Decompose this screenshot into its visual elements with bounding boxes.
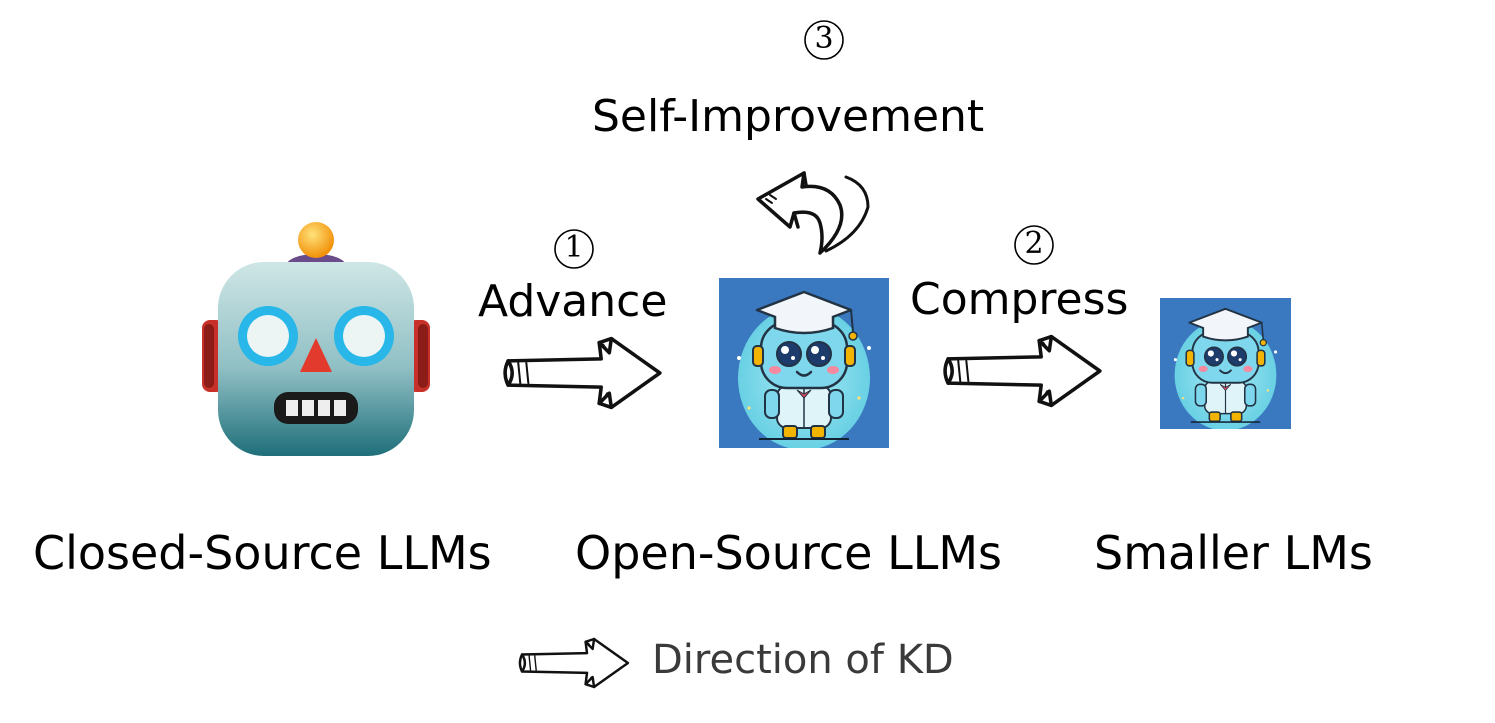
closed-source-robot-icon (202, 222, 430, 456)
step-2-marker: 2 (1013, 224, 1055, 266)
legend-label: Direction of KD (652, 637, 954, 683)
open-source-caption: Open-Source LLMs (575, 526, 1002, 580)
step-1-marker: 1 (553, 228, 595, 270)
open-source-student-robot-icon (719, 278, 889, 448)
self-improvement-label: Self-Improvement (592, 91, 985, 142)
self-improvement-curved-arrow-icon (756, 171, 870, 255)
advance-arrow-icon (498, 332, 670, 414)
closed-source-caption: Closed-Source LLMs (33, 526, 492, 580)
compress-arrow-icon (938, 330, 1110, 412)
smaller-student-robot-icon (1160, 298, 1291, 429)
smaller-caption: Smaller LMs (1094, 526, 1373, 580)
advance-label: Advance (478, 276, 668, 327)
compress-label: Compress (910, 274, 1129, 325)
step-3-marker: 3 (803, 19, 845, 61)
legend-arrow-icon (515, 634, 635, 692)
